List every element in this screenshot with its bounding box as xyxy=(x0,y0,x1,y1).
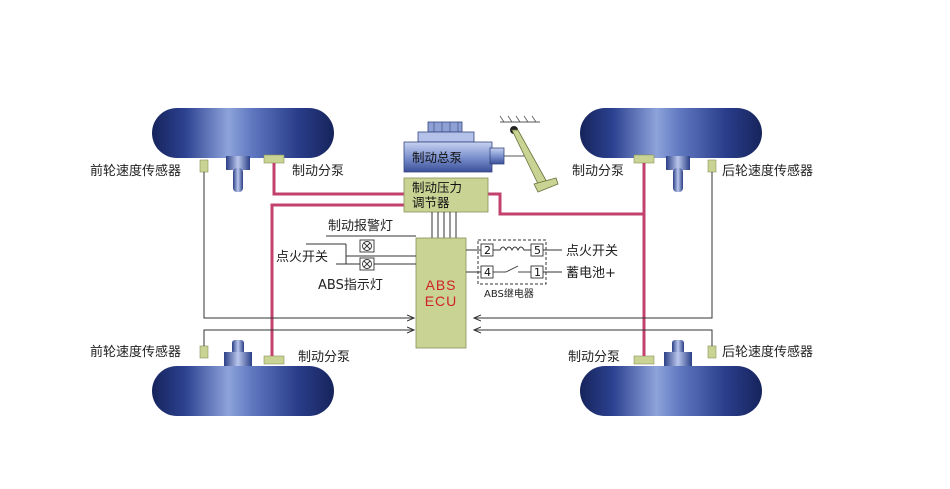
brake-pedal xyxy=(499,115,559,193)
abs-ecu xyxy=(415,237,467,349)
hub-bottom-left xyxy=(224,340,252,366)
sensor-pad-tl xyxy=(199,159,209,173)
wheel-front-left-top xyxy=(152,108,334,158)
ecu-label-ecu: ECU xyxy=(425,293,458,309)
regulator-ecu-wires xyxy=(431,212,457,238)
brake-lines xyxy=(270,163,646,356)
pump-pad-br xyxy=(633,355,655,365)
label-rear-sensor-top: 后轮速度传感器 xyxy=(722,163,813,179)
wheel-front-left-bottom xyxy=(152,366,334,416)
wheel-rear-right-top xyxy=(580,108,762,158)
label-abs-lamp: ABS指示灯 xyxy=(318,278,383,293)
label-warning-lamp: 制动报警灯 xyxy=(328,218,393,234)
wheel-rear-right-bottom xyxy=(580,366,762,416)
master-cylinder-label: 制动总泵 xyxy=(412,150,462,165)
left-lamp-wiring xyxy=(306,235,416,265)
sensor-pad-bl xyxy=(199,345,209,359)
sensor-pad-tr xyxy=(707,159,717,173)
sensor-pad-br xyxy=(707,345,717,359)
label-battery: 蓄电池+ xyxy=(566,266,616,281)
relay-pin-2: 2 xyxy=(484,244,491,257)
regulator-label-1: 制动压力 xyxy=(412,180,462,195)
master-cylinder xyxy=(403,121,505,173)
pump-pad-tl xyxy=(263,154,285,164)
sensor-wires xyxy=(203,172,713,346)
label-front-pump-bottom: 制动分泵 xyxy=(298,350,350,365)
pump-pad-bl xyxy=(263,355,285,365)
label-ignition-right: 点火开关 xyxy=(566,244,618,259)
abs-lamp-icon xyxy=(359,257,375,271)
abs-relay xyxy=(477,239,547,285)
relay-wiring xyxy=(466,249,562,273)
label-relay: ABS继电器 xyxy=(484,287,534,300)
relay-pin-5: 5 xyxy=(534,244,541,257)
warning-lamp-icon xyxy=(359,239,375,253)
label-rear-sensor-bottom: 后轮速度传感器 xyxy=(722,344,813,360)
hub-top-left xyxy=(226,156,250,192)
label-front-sensor-bottom: 前轮速度传感器 xyxy=(90,344,181,360)
label-front-pump-top: 制动分泵 xyxy=(292,164,344,179)
hub-bottom-right xyxy=(664,340,692,366)
pressure-regulator xyxy=(403,177,489,213)
ecu-label-abs: ABS xyxy=(425,277,456,293)
relay-pin-4: 4 xyxy=(484,266,491,279)
label-ignition-left: 点火开关 xyxy=(276,250,328,265)
label-rear-pump-bottom: 制动分泵 xyxy=(568,350,620,365)
regulator-label-2: 调节器 xyxy=(412,195,450,210)
relay-pin-1: 1 xyxy=(534,266,541,279)
pump-pad-tr xyxy=(633,154,655,164)
hub-top-right xyxy=(666,156,690,192)
label-rear-pump-top: 制动分泵 xyxy=(572,164,624,179)
label-front-sensor-top: 前轮速度传感器 xyxy=(90,163,181,179)
